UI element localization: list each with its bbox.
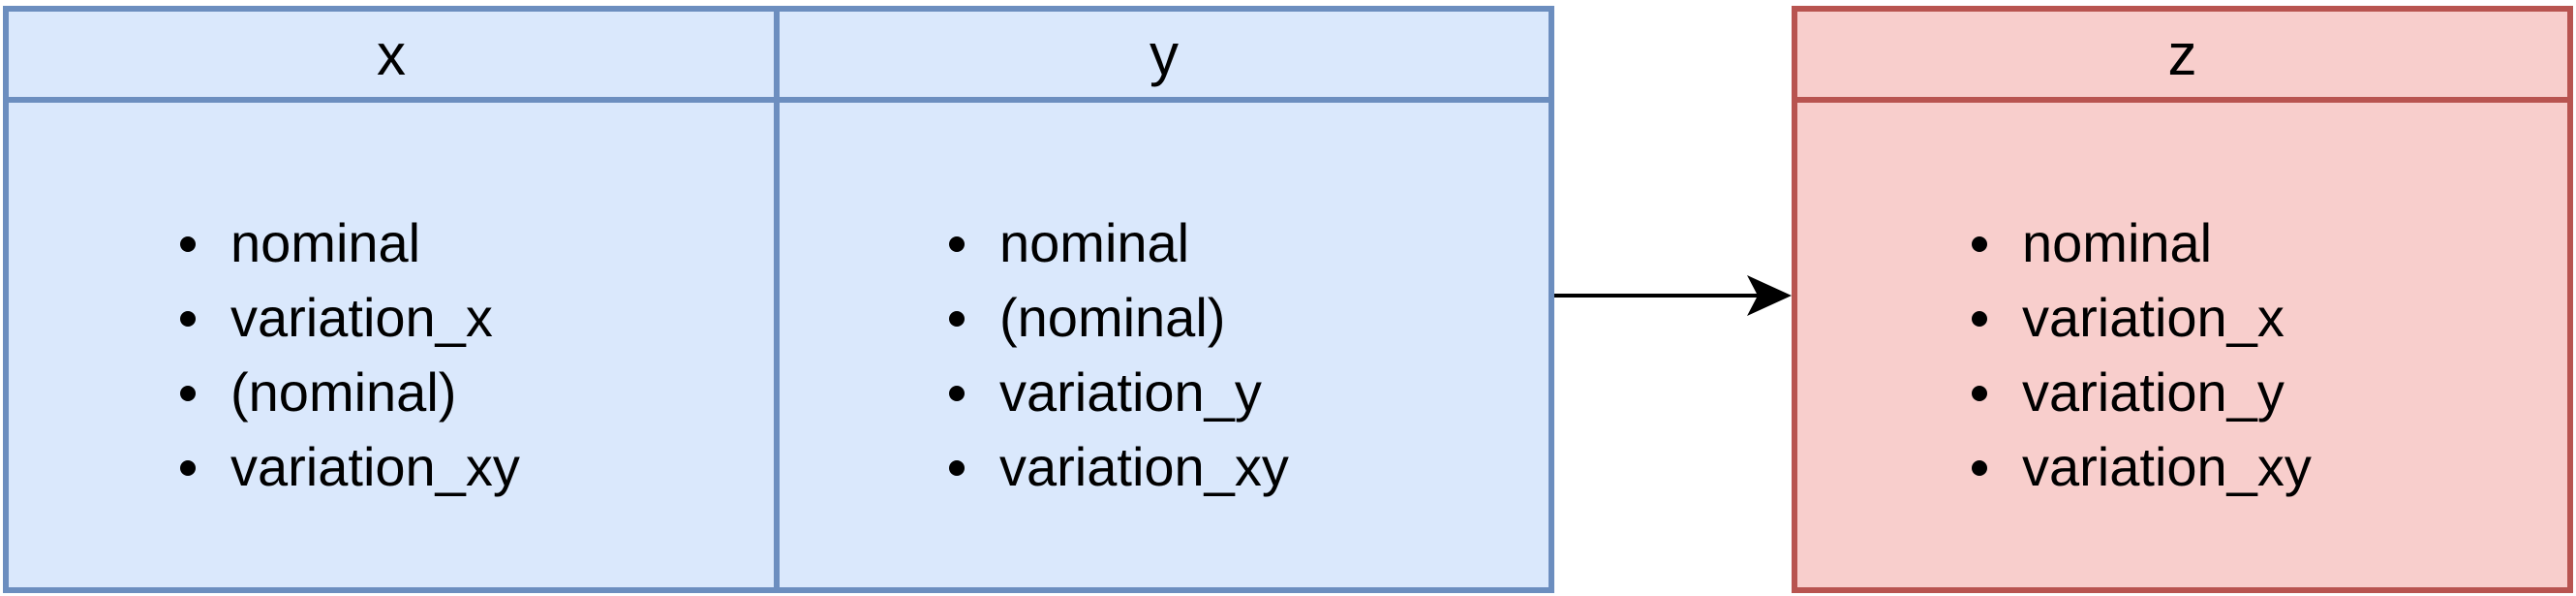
bullet-icon (949, 460, 965, 476)
bullet-icon (180, 386, 196, 401)
list-item-label: nominal (999, 212, 1190, 273)
bullet-icon (1972, 386, 1987, 401)
list-item: nominal (949, 205, 1289, 280)
table-x-list: nominal variation_x (nominal) variation_… (180, 205, 520, 504)
list-item-label: variation_xy (2022, 436, 2312, 497)
list-item: nominal (180, 205, 520, 280)
bullet-icon (180, 236, 196, 252)
list-item: variation_xy (949, 429, 1289, 504)
table-y-list: nominal (nominal) variation_y variation_… (949, 205, 1289, 504)
list-item-label: nominal (230, 212, 421, 273)
list-item-label: (nominal) (999, 287, 1226, 348)
list-item: variation_xy (1972, 429, 2312, 504)
list-item-label: variation_x (2022, 287, 2285, 348)
list-item: variation_y (1972, 355, 2312, 429)
list-item: nominal (1972, 205, 2312, 280)
bullet-icon (949, 311, 965, 327)
arrow-connector (1554, 275, 1792, 316)
list-item-label: variation_y (999, 361, 1262, 423)
table-y-header: y (780, 12, 1549, 103)
bullet-icon (180, 460, 196, 476)
bullet-icon (949, 386, 965, 401)
bullet-icon (1972, 460, 1987, 476)
bullet-icon (949, 236, 965, 252)
table-z: z nominal variation_x variation_y variat… (1792, 6, 2573, 593)
list-item: (nominal) (180, 355, 520, 429)
list-item: variation_y (949, 355, 1289, 429)
arrow-head-icon (1747, 275, 1792, 316)
list-item-label: variation_y (2022, 361, 2285, 423)
list-item-label: variation_x (230, 287, 493, 348)
table-y: y nominal (nominal) variation_y variatio… (774, 6, 1554, 593)
bullet-icon (1972, 236, 1987, 252)
table-z-header: z (1797, 12, 2567, 103)
list-item-label: (nominal) (230, 361, 457, 423)
list-item: variation_x (1972, 280, 2312, 355)
table-x-header: x (9, 12, 774, 103)
list-item: (nominal) (949, 280, 1289, 355)
bullet-icon (180, 311, 196, 327)
list-item-label: nominal (2022, 212, 2213, 273)
list-item: variation_x (180, 280, 520, 355)
table-x: x nominal variation_x (nominal) variatio… (3, 6, 780, 593)
bullet-icon (1972, 311, 1987, 327)
list-item: variation_xy (180, 429, 520, 504)
table-z-list: nominal variation_x variation_y variatio… (1972, 205, 2312, 504)
list-item-label: variation_xy (999, 436, 1289, 497)
list-item-label: variation_xy (230, 436, 520, 497)
